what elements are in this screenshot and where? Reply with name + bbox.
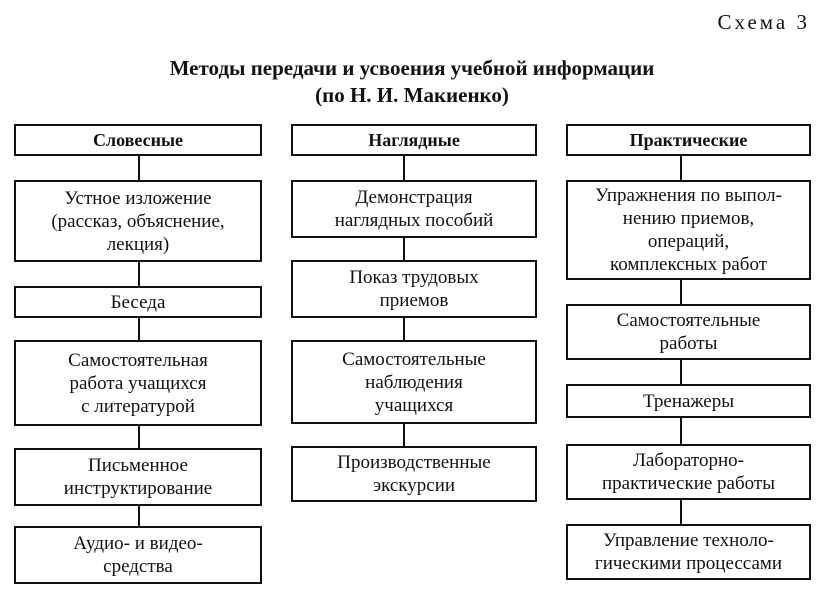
method-box: Самостоятельная работа учащихся с литера… <box>14 340 262 426</box>
method-box: Упражнения по выпол- нению приемов, опер… <box>566 180 811 280</box>
column-header-visual: Наглядные <box>291 124 537 156</box>
method-box: Лабораторно- практические работы <box>566 444 811 500</box>
method-box: Тренажеры <box>566 384 811 418</box>
method-box: Демонстрация наглядных пособий <box>291 180 537 238</box>
scheme-number-label: Схема 3 <box>717 10 810 34</box>
method-box: Самостоятельные наблюдения учащихся <box>291 340 537 424</box>
method-box: Аудио- и видео- средства <box>14 526 262 584</box>
method-box: Письменное инструктирование <box>14 448 262 506</box>
column-header-verbal: Словесные <box>14 124 262 156</box>
diagram-subtitle: (по Н. И. Макиенко) <box>315 83 509 107</box>
diagram-title: Методы передачи и усвоения учебной инфор… <box>169 56 655 80</box>
method-box: Беседа <box>14 286 262 318</box>
method-box: Производственные экскурсии <box>291 446 537 502</box>
method-box: Самостоятельные работы <box>566 304 811 360</box>
method-box: Управление техноло- гическими процессами <box>566 524 811 580</box>
column-header-practical: Практические <box>566 124 811 156</box>
method-box: Устное изложение (рассказ, объяснение, л… <box>14 180 262 262</box>
connector-line-practical <box>680 155 682 565</box>
method-box: Показ трудовых приемов <box>291 260 537 318</box>
